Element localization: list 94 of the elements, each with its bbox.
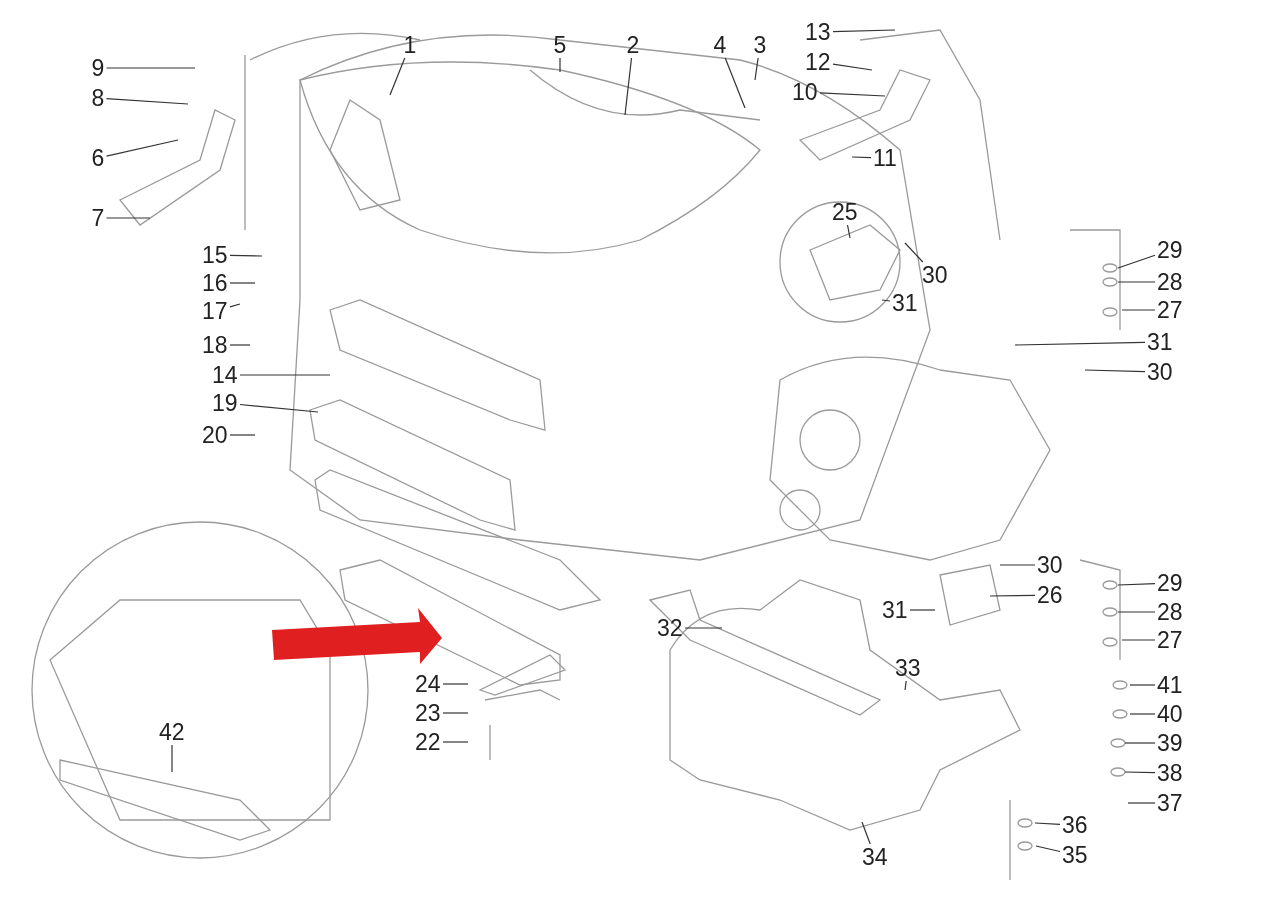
- callout-number: 30: [1147, 359, 1173, 385]
- leader-line: [754, 57, 759, 81]
- callout-number: 39: [1157, 730, 1183, 756]
- callout-number: 7: [91, 205, 105, 231]
- leader-line: [851, 156, 872, 159]
- callout-number: 25: [832, 199, 858, 225]
- leader-line: [1124, 771, 1156, 774]
- leader-line: [239, 403, 319, 413]
- leader-line: [724, 57, 746, 109]
- leader-line: [881, 299, 891, 302]
- leader-line: [904, 680, 907, 691]
- leader-line: [442, 712, 469, 714]
- callout-number: 19: [212, 390, 238, 416]
- callout-number: 40: [1157, 701, 1183, 727]
- callout-number: 23: [415, 700, 441, 726]
- callout-number: 37: [1157, 790, 1183, 816]
- callout-number: 17: [202, 298, 228, 324]
- leader-line: [229, 282, 256, 284]
- leader-line: [1129, 684, 1156, 686]
- callout-number: 2: [626, 32, 640, 58]
- leader-line: [819, 92, 886, 97]
- callout-number: 10: [792, 79, 818, 105]
- callout-number: 34: [862, 844, 888, 870]
- callout-number: 20: [202, 422, 228, 448]
- callout-number: 32: [657, 615, 683, 641]
- callout-number: 35: [1062, 842, 1088, 868]
- callout-number: 41: [1157, 672, 1183, 698]
- callout-number: 15: [202, 242, 228, 268]
- leader-line: [1124, 742, 1156, 744]
- leader-line: [1084, 369, 1146, 373]
- callout-number: 5: [553, 32, 567, 58]
- leader-line: [832, 29, 896, 33]
- callout-number: 6: [91, 145, 105, 171]
- leader-line: [832, 63, 873, 71]
- leader-line: [1121, 309, 1156, 311]
- leader-line: [1035, 845, 1061, 853]
- callout-number: 31: [882, 597, 908, 623]
- leader-line: [989, 594, 1036, 597]
- leader-line: [861, 821, 871, 845]
- callout-number: 12: [805, 49, 831, 75]
- leader-line: [1117, 254, 1156, 269]
- callout-number: 9: [91, 55, 105, 81]
- leader-line: [105, 139, 179, 157]
- leader-line: [105, 67, 196, 69]
- callout-number: 24: [415, 671, 441, 697]
- callout-number: 31: [1147, 329, 1173, 355]
- callout-number: 29: [1157, 237, 1183, 263]
- leader-line: [442, 741, 469, 743]
- callout-number: 38: [1157, 760, 1183, 786]
- leader-line: [171, 744, 173, 773]
- callout-number: 11: [873, 145, 897, 171]
- leader-line: [229, 434, 256, 436]
- leader-line: [1034, 822, 1061, 825]
- leader-line: [559, 57, 561, 73]
- leader-line: [229, 303, 241, 308]
- callout-number: 28: [1157, 269, 1183, 295]
- leader-line: [909, 609, 936, 611]
- leader-line: [1117, 611, 1156, 613]
- callout-number: 30: [922, 262, 948, 288]
- leader-line: [105, 98, 189, 105]
- callout-number: 42: [159, 719, 185, 745]
- leader-line: [904, 242, 924, 263]
- callout-number: 26: [1037, 582, 1063, 608]
- leader-line: [1014, 341, 1146, 346]
- callout-number: 16: [202, 270, 228, 296]
- leader-line: [229, 344, 251, 346]
- callout-number: 27: [1157, 627, 1183, 653]
- leader-line: [389, 57, 406, 96]
- callout-number: 22: [415, 729, 441, 755]
- callout-number: 8: [91, 85, 105, 111]
- leader-line: [1129, 713, 1156, 715]
- leader-line: [239, 374, 331, 376]
- callout-number: 14: [212, 362, 238, 388]
- leader-line: [1117, 583, 1156, 586]
- leader-line: [999, 564, 1036, 566]
- callout-number: 27: [1157, 297, 1183, 323]
- callout-number: 28: [1157, 599, 1183, 625]
- leader-line: [846, 224, 851, 239]
- callout-number: 36: [1062, 812, 1088, 838]
- callout-number: 33: [895, 655, 921, 681]
- callout-number: 1: [403, 32, 417, 58]
- leader-line: [1117, 281, 1156, 283]
- leader-line: [105, 217, 151, 219]
- leader-line: [229, 254, 263, 257]
- callout-number: 4: [713, 32, 727, 58]
- callout-number: 18: [202, 332, 228, 358]
- callout-number: 3: [753, 32, 767, 58]
- leader-line: [442, 683, 469, 685]
- leader-line: [1121, 639, 1156, 641]
- callout-number: 29: [1157, 570, 1183, 596]
- callout-number: 13: [805, 19, 831, 45]
- leader-line: [1127, 802, 1156, 804]
- callout-number: 30: [1037, 552, 1063, 578]
- callout-number: 31: [892, 290, 918, 316]
